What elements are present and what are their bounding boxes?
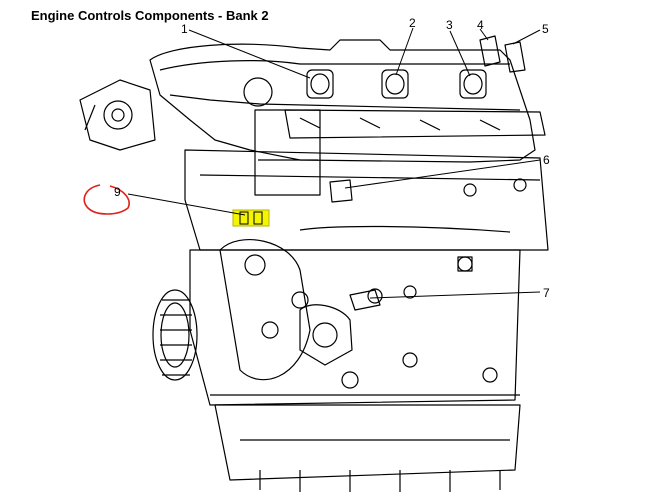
leader-line-4 <box>479 28 489 41</box>
callout-7: 7 <box>543 286 550 300</box>
oil-pan <box>214 404 521 481</box>
coil-pack-2 <box>381 69 409 99</box>
leader-line-3 <box>449 30 471 77</box>
cylinder-head <box>184 149 549 251</box>
leader-line-2 <box>395 27 414 76</box>
engine-block <box>189 249 521 406</box>
leader-line-7 <box>369 291 541 299</box>
throttle-body <box>79 79 156 151</box>
red-annotation-circle <box>83 184 130 215</box>
highlighted-sensor <box>232 209 270 227</box>
leader-line-6 <box>344 159 541 189</box>
callout-3: 3 <box>446 18 453 32</box>
timing-cover <box>219 239 311 381</box>
diagram-title: Engine Controls Components - Bank 2 <box>31 8 269 23</box>
coil-pack-3 <box>459 69 487 99</box>
coil-pack-1 <box>306 69 334 99</box>
callout-2: 2 <box>409 16 416 30</box>
callout-4: 4 <box>477 18 484 32</box>
knock-sensor <box>349 289 381 311</box>
oil-filter-housing <box>254 109 321 196</box>
callout-1: 1 <box>181 22 188 36</box>
leader-line-5 <box>512 29 541 45</box>
callout-9: 9 <box>114 185 121 199</box>
crank-pulley <box>152 289 198 381</box>
callout-5: 5 <box>542 22 549 36</box>
water-pump <box>299 304 353 366</box>
leader-line-1 <box>188 29 311 79</box>
intake-manifold <box>149 39 536 163</box>
leader-line-9 <box>127 193 246 216</box>
callout-6: 6 <box>543 153 550 167</box>
bracket <box>479 35 501 67</box>
camshaft-sensor <box>329 179 353 203</box>
